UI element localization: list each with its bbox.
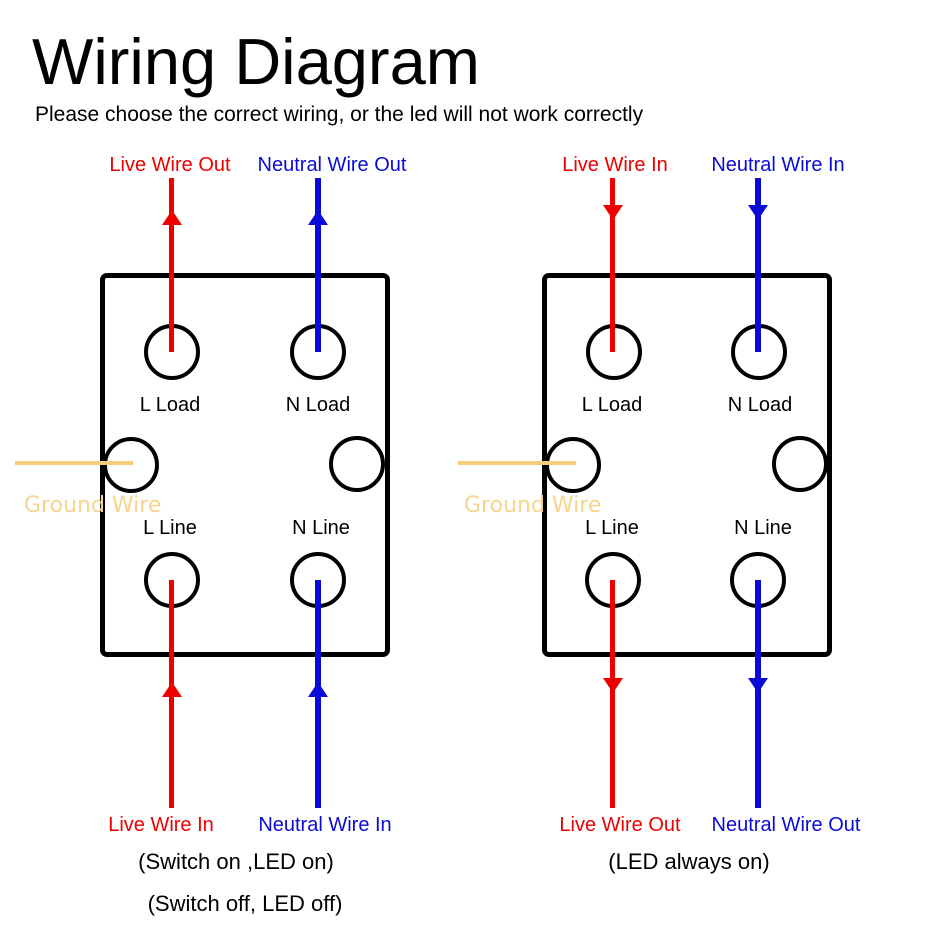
- bottom-neutral-wire-label: Neutral Wire Out: [711, 814, 861, 836]
- terminal-label-l-line: L Line: [143, 517, 197, 539]
- top-live-wire-label: Live Wire In: [562, 154, 668, 176]
- terminal-label-n-line: N Line: [292, 517, 350, 539]
- page-title: Wiring Diagram: [32, 25, 480, 98]
- top-live-wire-label: Live Wire Out: [109, 154, 231, 176]
- live-arrowhead-up-icon: [162, 210, 182, 225]
- terminal-label-l-line: L Line: [585, 517, 639, 539]
- ground-wire-line: [15, 461, 133, 465]
- live-wire-top-segment: [169, 178, 174, 352]
- neutral-arrowhead-up-icon: [308, 682, 328, 697]
- top-neutral-wire-label: Neutral Wire Out: [257, 154, 407, 176]
- panel-caption-switch-off: (Switch off, LED off): [147, 891, 343, 916]
- live-arrowhead-down-icon: [603, 678, 623, 693]
- terminal-label-n-line: N Line: [734, 517, 792, 539]
- neutral-wire-top-segment: [755, 178, 761, 352]
- live-wire-bottom-segment: [610, 580, 615, 808]
- terminal-ground-right: [772, 436, 828, 492]
- terminal-ground-left: [545, 437, 601, 493]
- bottom-neutral-wire-label: Neutral Wire In: [258, 814, 392, 836]
- terminal-label-n-load: N Load: [285, 394, 351, 416]
- panel-caption-led-always-on: (LED always on): [608, 849, 770, 874]
- top-neutral-wire-label: Neutral Wire In: [711, 154, 845, 176]
- terminal-ground-right: [329, 436, 385, 492]
- terminal-ground-left: [103, 437, 159, 493]
- ground-wire-line: [458, 461, 576, 465]
- terminal-label-n-load: N Load: [727, 394, 793, 416]
- live-arrowhead-up-icon: [162, 682, 182, 697]
- neutral-wire-top-segment: [315, 178, 321, 352]
- live-wire-top-segment: [610, 178, 615, 352]
- page-subtitle: Please choose the correct wiring, or the…: [35, 103, 644, 126]
- terminal-label-l-load: L Load: [139, 394, 201, 416]
- ground-wire-label: Ground Wire: [24, 493, 162, 518]
- neutral-arrowhead-down-icon: [748, 678, 768, 693]
- neutral-wire-bottom-segment: [755, 580, 761, 808]
- switch-body-outline: [542, 273, 832, 657]
- neutral-arrowhead-down-icon: [748, 205, 768, 220]
- bottom-live-wire-label: Live Wire Out: [559, 814, 681, 836]
- switch-body-outline: [100, 273, 390, 657]
- ground-wire-label: Ground Wire: [464, 493, 602, 518]
- panel-caption-switch-on: (Switch on ,LED on): [138, 849, 334, 874]
- neutral-arrowhead-up-icon: [308, 210, 328, 225]
- bottom-live-wire-label: Live Wire In: [108, 814, 214, 836]
- terminal-label-l-load: L Load: [581, 394, 643, 416]
- live-arrowhead-down-icon: [603, 205, 623, 220]
